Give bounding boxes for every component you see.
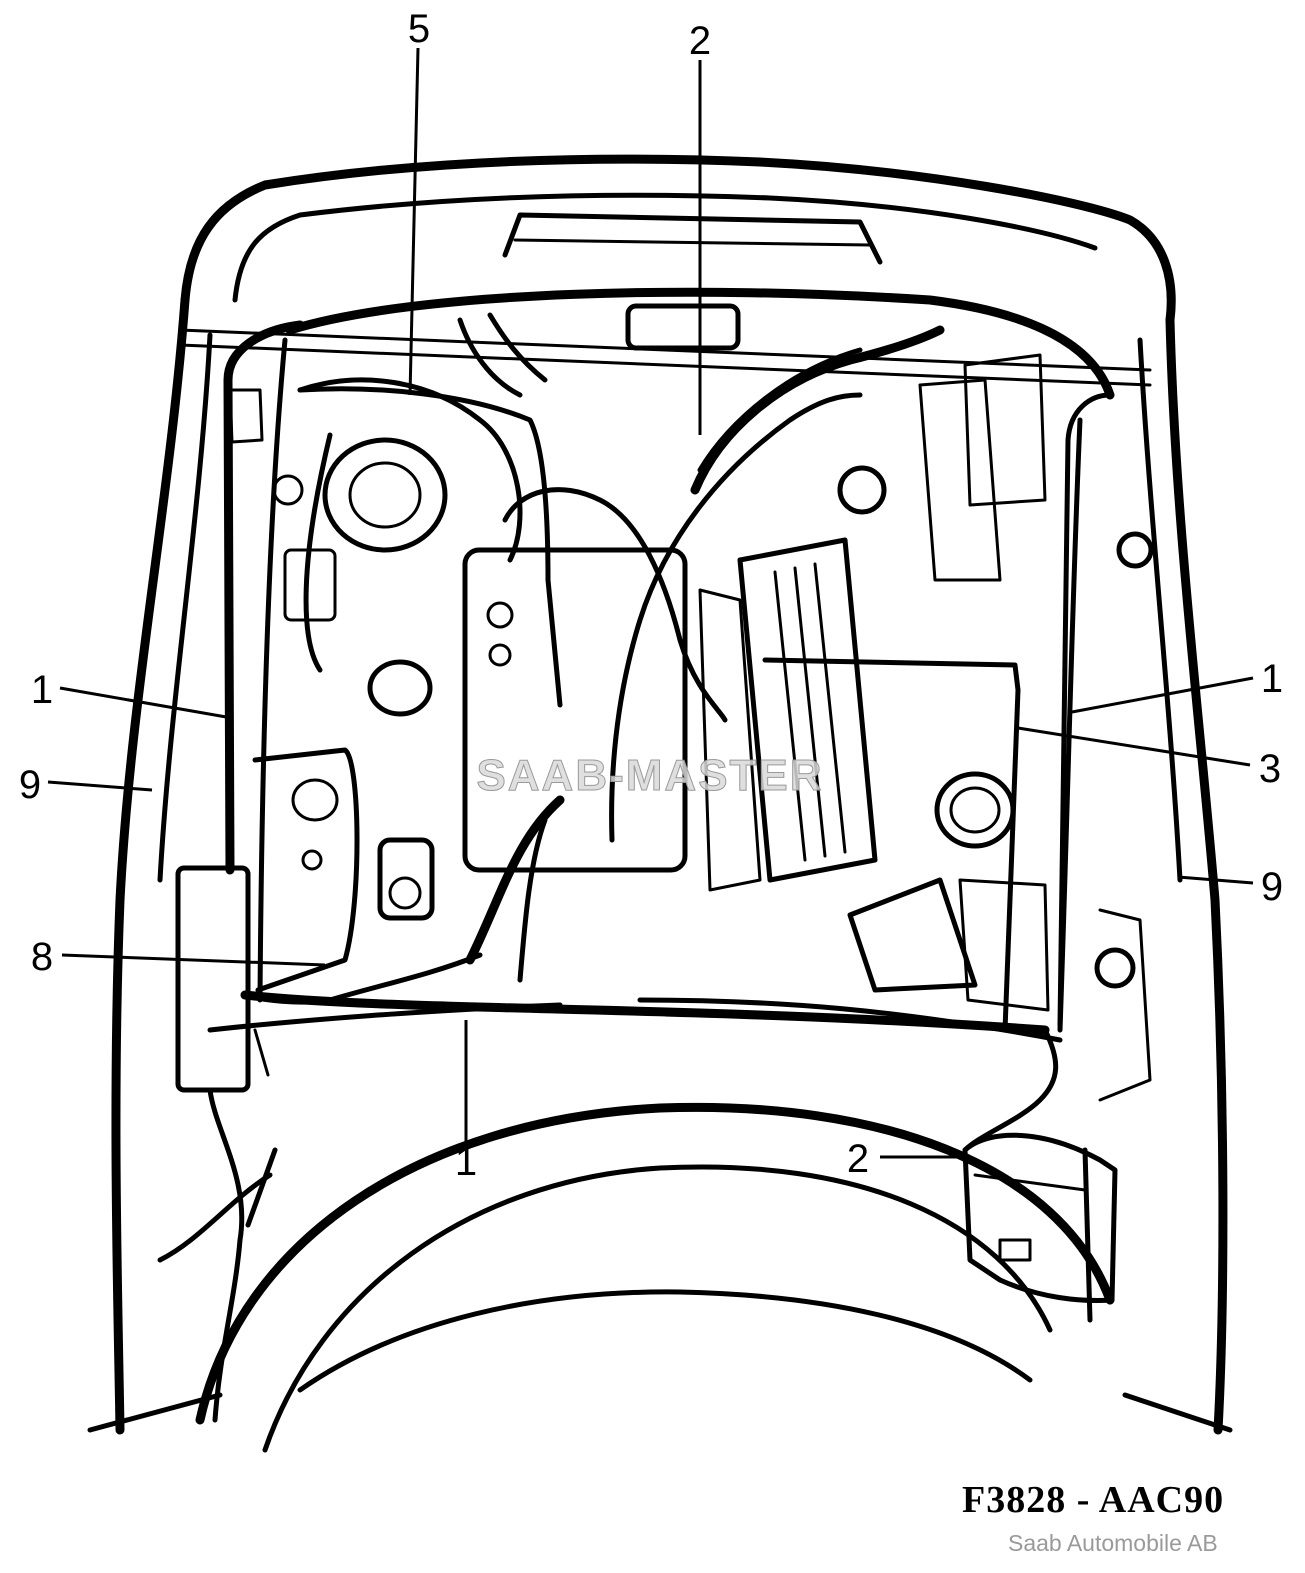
right-components bbox=[837, 353, 1154, 1102]
engine-block bbox=[462, 537, 878, 892]
watermark: SAAB-MASTER bbox=[476, 751, 823, 800]
callout-1-right: 1 bbox=[1261, 657, 1283, 701]
callout-1-bottom: 1 bbox=[455, 1140, 477, 1184]
credit-text: Saab Automobile AB bbox=[1008, 1530, 1218, 1556]
engine-compartment-frame bbox=[240, 287, 1115, 1035]
callout-leader-lines bbox=[47, 47, 1254, 1159]
callout-9-right: 9 bbox=[1261, 865, 1283, 909]
callout-2-bottom: 2 bbox=[847, 1137, 869, 1181]
control-unit bbox=[962, 1132, 1118, 1323]
callout-9-left: 9 bbox=[19, 763, 41, 807]
callout-8-left: 8 bbox=[31, 935, 53, 979]
callout-2-top: 2 bbox=[689, 19, 711, 63]
car-body-outline bbox=[87, 154, 1233, 1435]
callout-5-top: 5 bbox=[408, 7, 430, 51]
top-components bbox=[457, 303, 945, 495]
left-components bbox=[175, 388, 435, 1093]
main-wiring-harness bbox=[157, 320, 1113, 1423]
callout-3-right: 3 bbox=[1259, 747, 1281, 791]
callout-1-left: 1 bbox=[31, 668, 53, 712]
air-intake bbox=[297, 377, 523, 673]
figure-code: F3828 - AAC90 bbox=[962, 1479, 1225, 1521]
callout-labels: 5 2 1 9 8 1 2 1 3 9 bbox=[19, 7, 1283, 1184]
front-bumper bbox=[195, 997, 1115, 1453]
